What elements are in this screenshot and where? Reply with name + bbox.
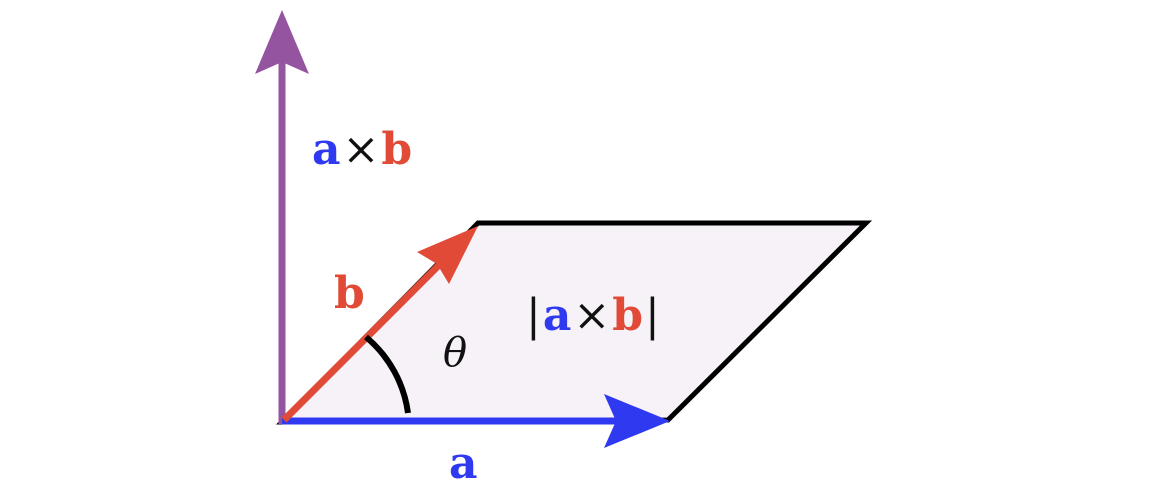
magnitude-label-b: b xyxy=(612,290,643,341)
vector-a xyxy=(282,394,670,448)
cross-product-arrowhead xyxy=(255,10,309,74)
vector-b-label: b xyxy=(334,268,365,319)
cross-product-vector xyxy=(255,10,309,424)
cross-product-label: a×b xyxy=(312,124,412,175)
magnitude-label-open: | xyxy=(526,290,541,341)
cross-product-label-b: b xyxy=(381,124,412,175)
vector-a-label: a xyxy=(449,438,478,484)
magnitude-label-op: × xyxy=(573,290,610,341)
angle-arc xyxy=(364,334,411,414)
vector-b-arrowhead xyxy=(417,226,478,284)
vector-a-arrowhead xyxy=(604,394,670,448)
cross-product-label-op: × xyxy=(343,124,380,175)
magnitude-label-a: a xyxy=(543,290,572,341)
magnitude-label-close: | xyxy=(645,290,660,341)
magnitude-label: |a×b| xyxy=(526,290,660,341)
angle-label: θ xyxy=(443,330,467,376)
cross-product-label-a: a xyxy=(312,124,341,175)
